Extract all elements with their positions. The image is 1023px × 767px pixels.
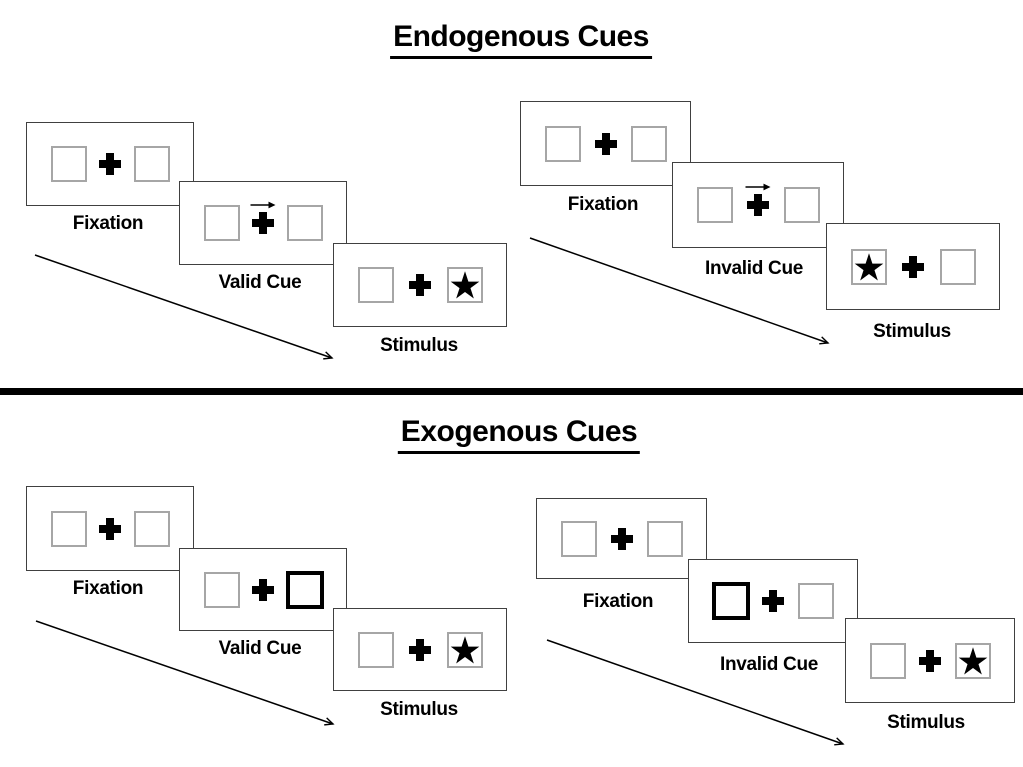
fixation-cross-icon <box>252 578 274 601</box>
endogenous-valid-valid-cue-label: Valid Cue <box>218 272 302 293</box>
exogenous-valid-stimulus-label: Stimulus <box>380 699 458 720</box>
placeholder-box-left <box>358 267 394 303</box>
star-icon <box>450 271 480 299</box>
placeholder-box-right <box>631 125 667 162</box>
fixation-cross-icon <box>594 132 617 155</box>
endogenous-invalid-fixation-label: Fixation <box>567 194 639 215</box>
fixation-cross-icon <box>762 590 784 612</box>
exogenous-invalid-fixation-label: Fixation <box>582 591 654 612</box>
cue-box-right <box>286 570 324 609</box>
star-icon <box>854 252 884 280</box>
endogenous-invalid-stimulus-panel <box>826 223 1000 310</box>
fixation-cross-icon <box>409 638 431 661</box>
exogenous-valid-valid-cue-panel <box>179 548 347 631</box>
target-box-right <box>447 631 483 668</box>
endogenous-valid-stimulus-panel <box>333 243 507 327</box>
target-box-left <box>851 248 887 285</box>
placeholder-box-right <box>134 510 170 547</box>
fixation-cross-icon <box>99 517 121 540</box>
endogenous-valid-timeline-arrow <box>34 254 334 360</box>
placeholder-box-right <box>647 520 683 557</box>
endogenous-valid-fixation-label: Fixation <box>72 213 144 234</box>
cue-right-arrow-icon <box>745 183 771 191</box>
placeholder-box-left <box>51 510 87 547</box>
placeholder-box-left <box>204 571 240 608</box>
target-box-right <box>447 267 483 303</box>
fixation-cross-icon <box>902 255 924 278</box>
fixation-cross-icon <box>610 527 633 550</box>
cue-right-arrow-icon <box>250 201 276 209</box>
placeholder-box-right <box>784 187 820 223</box>
exogenous-valid-fixation-label: Fixation <box>72 578 144 599</box>
exogenous-valid-stimulus-panel <box>333 608 507 691</box>
endogenous-invalid-stimulus-label: Stimulus <box>873 321 951 342</box>
fixation-cross-icon <box>409 274 431 296</box>
endogenous-invalid-timeline-arrow <box>529 237 830 345</box>
placeholder-box-left <box>51 146 87 182</box>
target-box-right <box>955 642 991 679</box>
section-divider <box>0 388 1023 395</box>
fixation-cross-icon <box>252 212 274 234</box>
fixation-cross-icon <box>747 194 769 216</box>
placeholder-box-right <box>940 248 976 285</box>
exogenous-invalid-stimulus-panel <box>845 618 1015 703</box>
exogenous-section-title: Exogenous Cues <box>397 415 641 454</box>
placeholder-box-left <box>204 205 240 241</box>
exogenous-valid-fixation-panel <box>26 486 194 571</box>
placeholder-box-left <box>358 631 394 668</box>
exogenous-invalid-invalid-cue-panel <box>688 559 858 643</box>
exogenous-valid-timeline-arrow <box>35 620 335 726</box>
placeholder-box-right <box>798 583 834 619</box>
placeholder-box-right <box>134 146 170 182</box>
endogenous-invalid-fixation-panel <box>520 101 691 186</box>
star-icon <box>958 646 988 674</box>
exogenous-invalid-fixation-panel <box>536 498 707 579</box>
endogenous-valid-fixation-panel <box>26 122 194 206</box>
placeholder-box-left <box>561 520 597 557</box>
placeholder-box-left <box>870 642 906 679</box>
fixation-cross-icon <box>99 153 121 175</box>
cue-box-left <box>712 582 750 620</box>
endogenous-section-title: Endogenous Cues <box>390 20 652 59</box>
endogenous-invalid-invalid-cue-panel <box>672 162 844 248</box>
star-icon <box>450 635 480 663</box>
exogenous-valid-valid-cue-label: Valid Cue <box>218 638 302 659</box>
endogenous-valid-stimulus-label: Stimulus <box>380 335 458 356</box>
endogenous-valid-valid-cue-panel <box>179 181 347 265</box>
placeholder-box-left <box>545 125 581 162</box>
exogenous-invalid-invalid-cue-label: Invalid Cue <box>719 654 819 675</box>
fixation-cross-icon <box>919 649 941 672</box>
exogenous-invalid-stimulus-label: Stimulus <box>887 712 965 733</box>
endogenous-invalid-invalid-cue-label: Invalid Cue <box>704 258 804 279</box>
placeholder-box-right <box>287 205 323 241</box>
placeholder-box-left <box>697 187 733 223</box>
